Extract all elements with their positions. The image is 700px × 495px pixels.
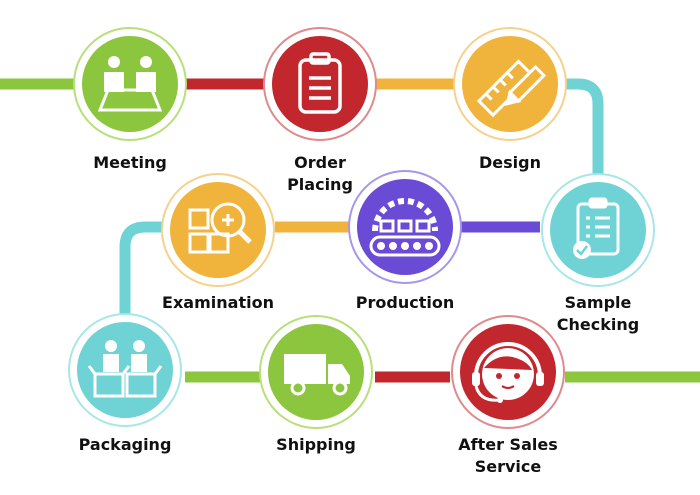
connector-examination-packaging xyxy=(119,221,168,315)
step-shipping xyxy=(259,315,373,429)
connector-design-sample xyxy=(565,78,604,175)
label-meeting: Meeting xyxy=(93,153,167,172)
connector-lines xyxy=(0,78,700,383)
label-order-placing-1: Order xyxy=(294,153,346,172)
step-design xyxy=(453,27,567,141)
step-order-placing xyxy=(263,27,377,141)
label-order-placing-2: Placing xyxy=(287,175,353,194)
label-packaging: Packaging xyxy=(79,435,172,454)
label-production: Production xyxy=(356,293,454,312)
meeting-icon xyxy=(97,56,163,112)
label-examination: Examination xyxy=(162,293,274,312)
label-design: Design xyxy=(479,153,541,172)
step-examination xyxy=(161,173,275,287)
design-tools-icon xyxy=(476,59,547,118)
step-meeting xyxy=(73,27,187,141)
label-after-sales-2: Service xyxy=(475,457,542,476)
checklist-icon xyxy=(573,197,620,259)
label-sample-checking-2: Checking xyxy=(557,315,639,334)
headset-agent-icon xyxy=(472,340,544,403)
label-shipping: Shipping xyxy=(276,435,356,454)
label-after-sales-1: After Sales xyxy=(458,435,557,454)
magnifier-boxes-icon xyxy=(188,202,252,254)
clipboard-icon xyxy=(298,52,342,114)
step-sample-checking xyxy=(541,173,655,287)
step-after-sales-service xyxy=(451,315,565,429)
conveyor-gear-icon xyxy=(369,198,441,257)
step-production xyxy=(348,170,462,284)
step-packaging xyxy=(68,313,182,427)
label-sample-checking-1: Sample xyxy=(565,293,632,312)
packaging-workers-icon xyxy=(87,340,163,398)
truck-icon xyxy=(284,354,350,396)
step-labels: Meeting Order Placing Design Sample Chec… xyxy=(79,153,640,476)
